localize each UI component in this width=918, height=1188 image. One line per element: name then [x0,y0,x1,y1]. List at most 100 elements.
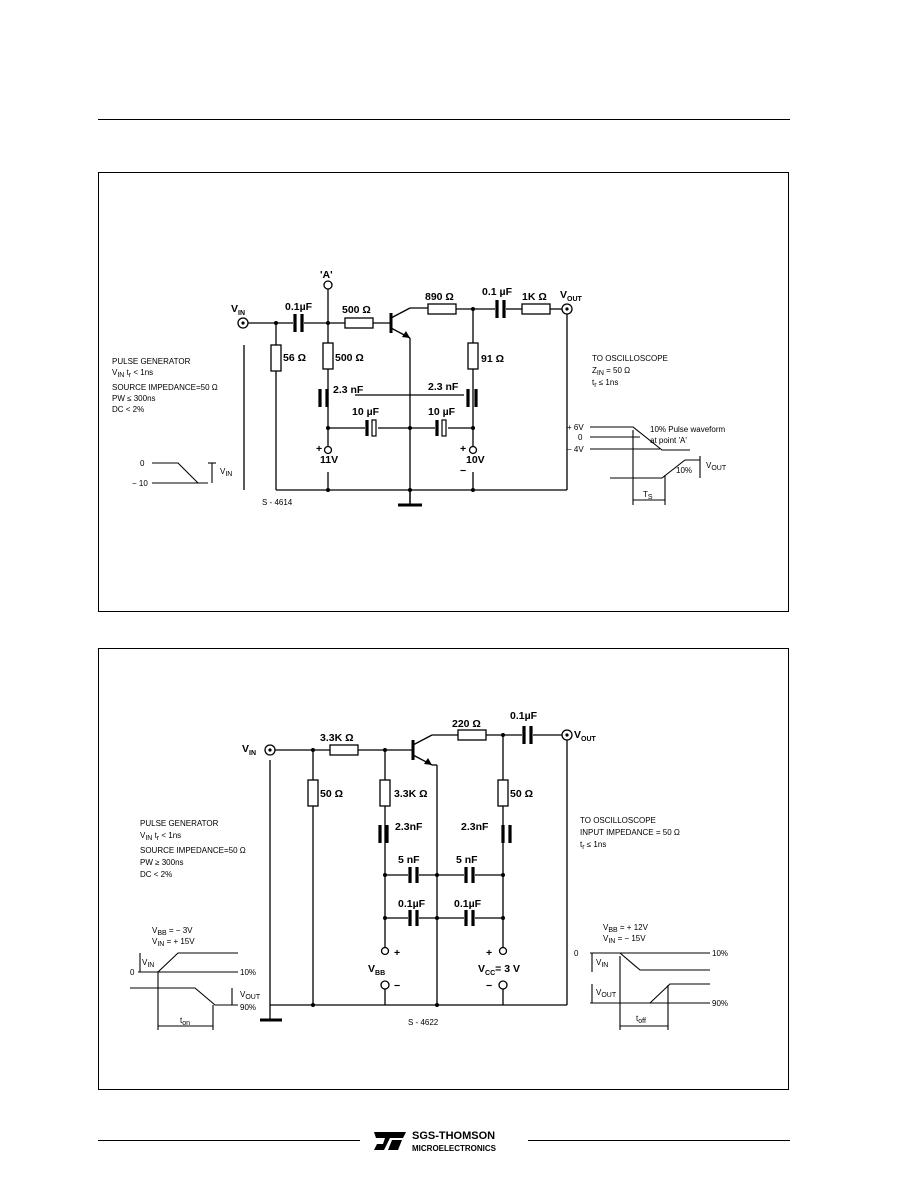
svg-text:SOURCE IMPEDANCE=50 Ω: SOURCE IMPEDANCE=50 Ω [112,383,218,392]
svg-text:VIN: VIN [596,958,608,969]
c-out-label: 0.1 µF [482,286,513,298]
svg-text:0: 0 [578,433,583,442]
st-logo-icon: SGS-THOMSON MICROELECTRONICS [374,1130,497,1153]
svg-text:10%: 10% [676,466,692,475]
figure-2-labels: VIN 3.3K Ω 220 Ω 0.1µF VOUT 50 Ω 3.3K Ω … [130,710,728,1030]
svg-text:VBB: VBB [368,963,385,977]
svg-text:− 4V: − 4V [567,445,584,454]
svg-text:ton: ton [180,1016,190,1027]
svg-text:VOUT: VOUT [706,461,727,472]
r-base-label: 500 Ω [342,304,371,316]
vout-label: VOUT [574,729,597,743]
svg-text:DC < 2%: DC < 2% [140,870,172,879]
svg-text:ZIN = 50 Ω: ZIN = 50 Ω [592,366,630,377]
svg-text:VIN tr < 1ns: VIN tr < 1ns [112,368,153,379]
figure-1-labels: VIN 'A' 0.1µF 500 Ω 890 Ω 0.1 µF 1K Ω VO… [112,269,727,507]
svg-text:−: − [394,980,400,992]
r-890-label: 890 Ω [425,291,454,303]
svg-text:VIN: VIN [142,958,154,969]
brand-name: SGS-THOMSON [412,1130,495,1142]
svg-text:50 Ω: 50 Ω [320,788,343,800]
svg-text:−: − [486,980,492,992]
svg-text:0: 0 [574,949,579,958]
svg-text:2.3nF: 2.3nF [395,821,423,833]
r-56-label: 56 Ω [283,352,306,364]
header-rule [98,119,790,120]
vin-label: VIN [242,743,256,757]
svg-text:VOUT: VOUT [240,990,261,1001]
svg-text:DC < 2%: DC < 2% [112,405,144,414]
figure-2-code: S - 4622 [408,1018,439,1027]
svg-text:PULSE GENERATOR: PULSE GENERATOR [112,357,191,366]
footer-rule-right [528,1140,790,1141]
svg-text:tr ≤ 1ns: tr ≤ 1ns [580,840,606,851]
svg-text:VIN tr < 1ns: VIN tr < 1ns [140,831,181,842]
svg-text:TO OSCILLOSCOPE: TO OSCILLOSCOPE [580,816,656,825]
svg-text:PW ≥ 300ns: PW ≥ 300ns [140,858,184,867]
svg-text:+ 6V: + 6V [567,423,584,432]
footer-rule-left [98,1140,360,1141]
svg-text:TO OSCILLOSCOPE: TO OSCILLOSCOPE [592,354,668,363]
r-500-label: 500 Ω [335,352,364,364]
resistor-icon [344,317,374,329]
figure-2-frame [98,648,789,1090]
svg-text:PULSE GENERATOR: PULSE GENERATOR [140,819,219,828]
svg-text:0.1µF: 0.1µF [454,898,482,910]
svg-text:SOURCE IMPEDANCE=50 Ω: SOURCE IMPEDANCE=50 Ω [140,846,246,855]
company-logo: SGS-THOMSON MICROELECTRONICS [372,1128,522,1154]
brand-subtitle: MICROELECTRONICS [412,1144,497,1153]
c-10-b-label: 10 µF [428,406,456,418]
v10-label: 10V [466,454,485,466]
r-1k-label: 1K Ω [522,291,547,303]
svg-text:TS: TS [643,490,653,501]
svg-text:3.3K Ω: 3.3K Ω [320,732,354,744]
figure-1-circuit [237,280,573,507]
svg-text:tr ≤ 1ns: tr ≤ 1ns [592,378,618,389]
svg-text:50 Ω: 50 Ω [510,788,533,800]
c-2p3-b-label: 2.3 nF [428,381,459,393]
svg-text:5 nF: 5 nF [456,854,478,866]
c-10-a-label: 10 µF [352,406,380,418]
svg-text:90%: 90% [712,999,728,1008]
point-a-label: 'A' [320,269,333,281]
svg-text:+: + [486,947,492,959]
figure-1-code: S - 4614 [262,498,293,507]
svg-text:PW ≤ 300ns: PW ≤ 300ns [112,394,156,403]
svg-text:5 nF: 5 nF [398,854,420,866]
svg-text:0.1µF: 0.1µF [510,710,538,722]
svg-text:10%: 10% [712,949,728,958]
svg-text:−: − [460,465,466,477]
svg-text:toff: toff [636,1014,646,1025]
svg-text:10%: 10% [240,968,256,977]
figure-1-frame [98,172,789,612]
svg-text:90%: 90% [240,1003,256,1012]
r-91-label: 91 Ω [481,353,504,365]
svg-text:0: 0 [140,459,145,468]
vin-label: VIN [231,303,245,317]
svg-text:VIN = − 15V: VIN = − 15V [603,934,646,945]
svg-text:0: 0 [130,968,135,977]
svg-text:220 Ω: 220 Ω [452,718,481,730]
svg-text:VOUT: VOUT [596,988,617,999]
svg-text:at point 'A': at point 'A' [650,436,687,445]
c-in-label: 0.1µF [285,301,313,313]
svg-text:− 10: − 10 [132,479,148,488]
svg-text:3.3K Ω: 3.3K Ω [394,788,428,800]
svg-text:10% Pulse waveform: 10% Pulse waveform [650,425,725,434]
c-2p3-a-label: 2.3 nF [333,384,364,396]
svg-text:INPUT IMPEDANCE = 50 Ω: INPUT IMPEDANCE = 50 Ω [580,828,680,837]
svg-text:VBB = − 3V: VBB = − 3V [152,926,193,937]
svg-text:VBB = + 12V: VBB = + 12V [603,923,649,934]
v11-label: 11V [320,454,338,466]
svg-text:VCC= 3 V: VCC= 3 V [478,963,520,977]
figure-2-circuit [260,726,573,1022]
test-point-icon [323,280,333,290]
vout-label: VOUT [560,289,583,303]
svg-text:0.1µF: 0.1µF [398,898,426,910]
svg-text:VIN = + 15V: VIN = + 15V [152,937,195,948]
svg-text:+: + [394,947,400,959]
svg-text:2.3nF: 2.3nF [461,821,489,833]
svg-text:VIN: VIN [220,467,232,478]
svg-text:+: + [460,443,466,455]
